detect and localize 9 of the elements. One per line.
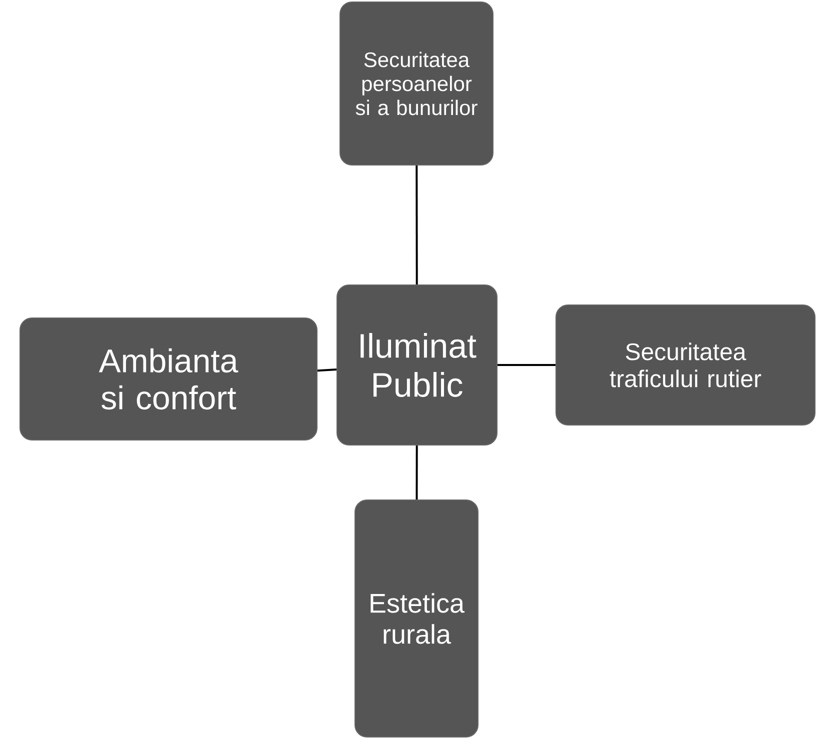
connector-line — [498, 364, 556, 366]
process-box: Securitatea traficului rutier — [556, 304, 816, 426]
connector-line — [317, 368, 337, 372]
connector-line — [416, 445, 418, 500]
process-box: Securitatea persoanelor si a bunurilor — [340, 2, 494, 166]
connector-line — [416, 166, 418, 284]
process-box: Estetica rurala — [354, 499, 478, 738]
process-box: Ambianta si confort — [20, 317, 318, 440]
process-box: Iluminat Public — [336, 284, 498, 446]
